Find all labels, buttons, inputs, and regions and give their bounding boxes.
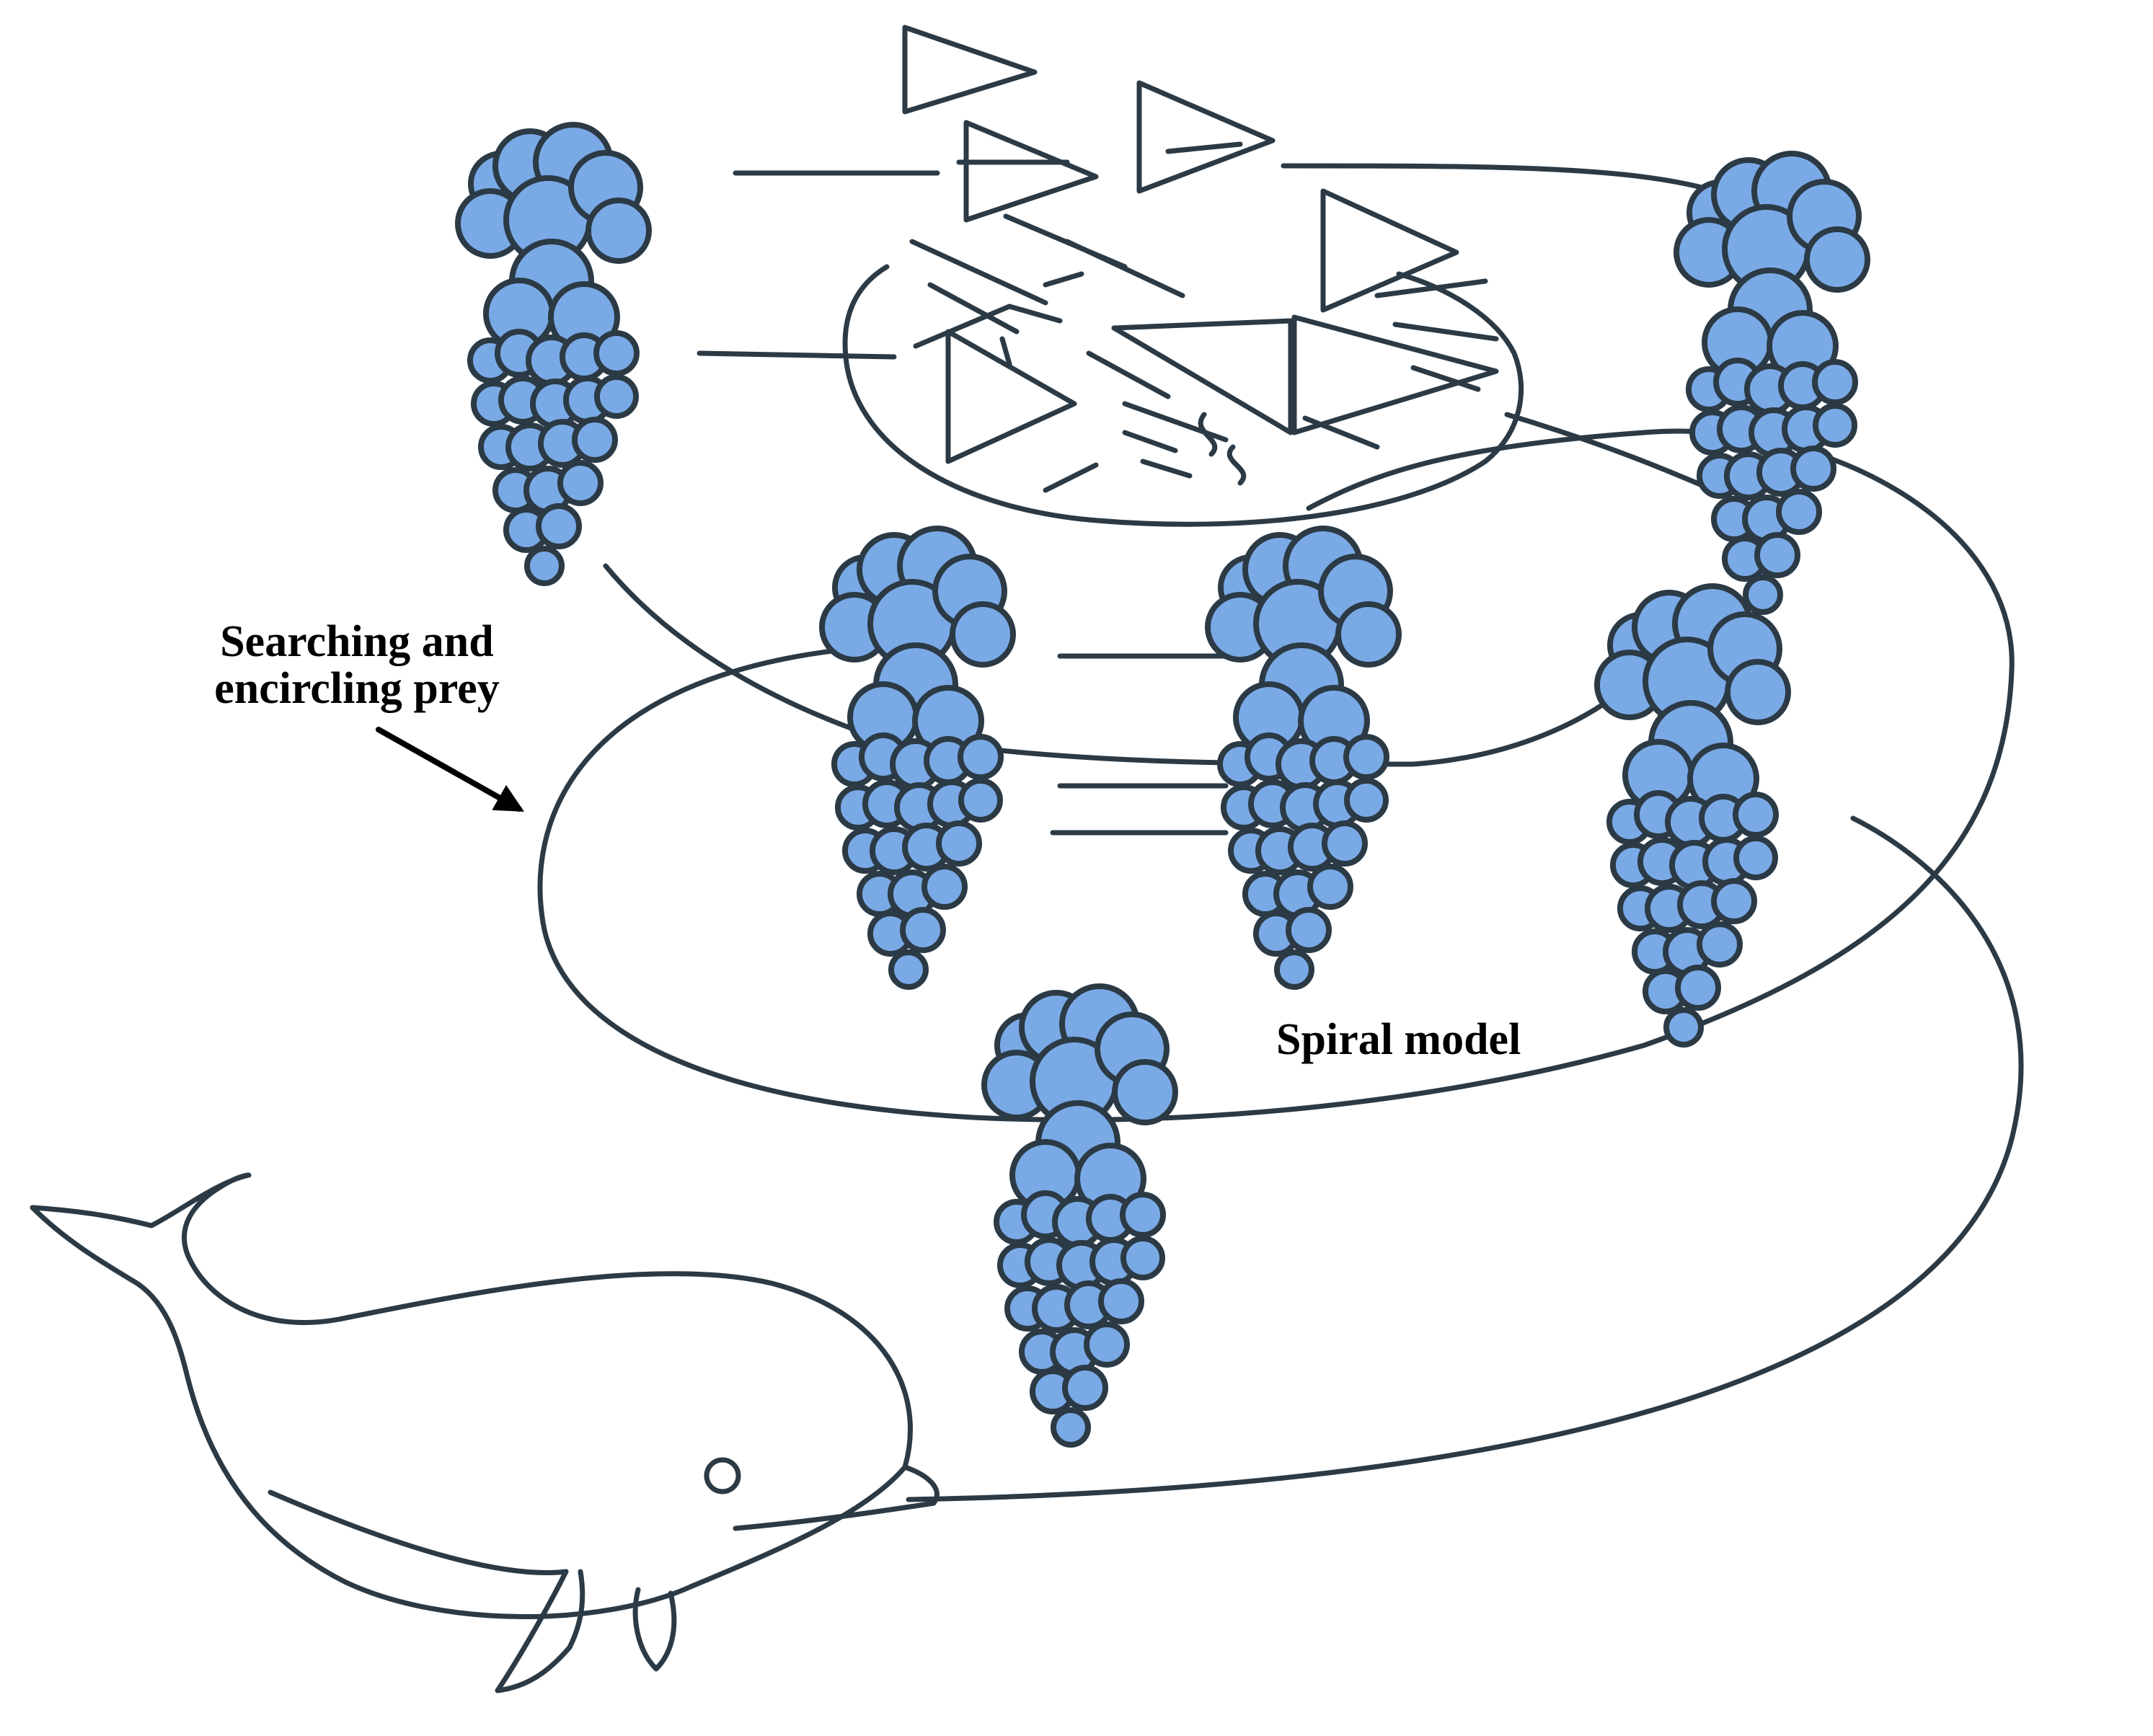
spiral-model-label: Spiral model xyxy=(1276,1015,1521,1064)
krill-swarm-icon xyxy=(1205,526,1402,990)
bubble-net-icon xyxy=(842,25,1524,527)
searching-label-line2: encircling prey xyxy=(214,664,500,713)
searching-label-line1: Searching and xyxy=(220,617,494,666)
krill-swarm-icon xyxy=(981,983,1178,1448)
whale-icon xyxy=(30,1172,940,1693)
krill-swarm-icon xyxy=(819,526,1016,990)
krill-swarm-icon xyxy=(1594,583,1791,1048)
encircling-arrow xyxy=(376,727,524,812)
krill-swarm-icon xyxy=(455,122,652,586)
krill-swarm-icon xyxy=(1674,151,1870,615)
prey-swarm xyxy=(455,122,1870,1448)
